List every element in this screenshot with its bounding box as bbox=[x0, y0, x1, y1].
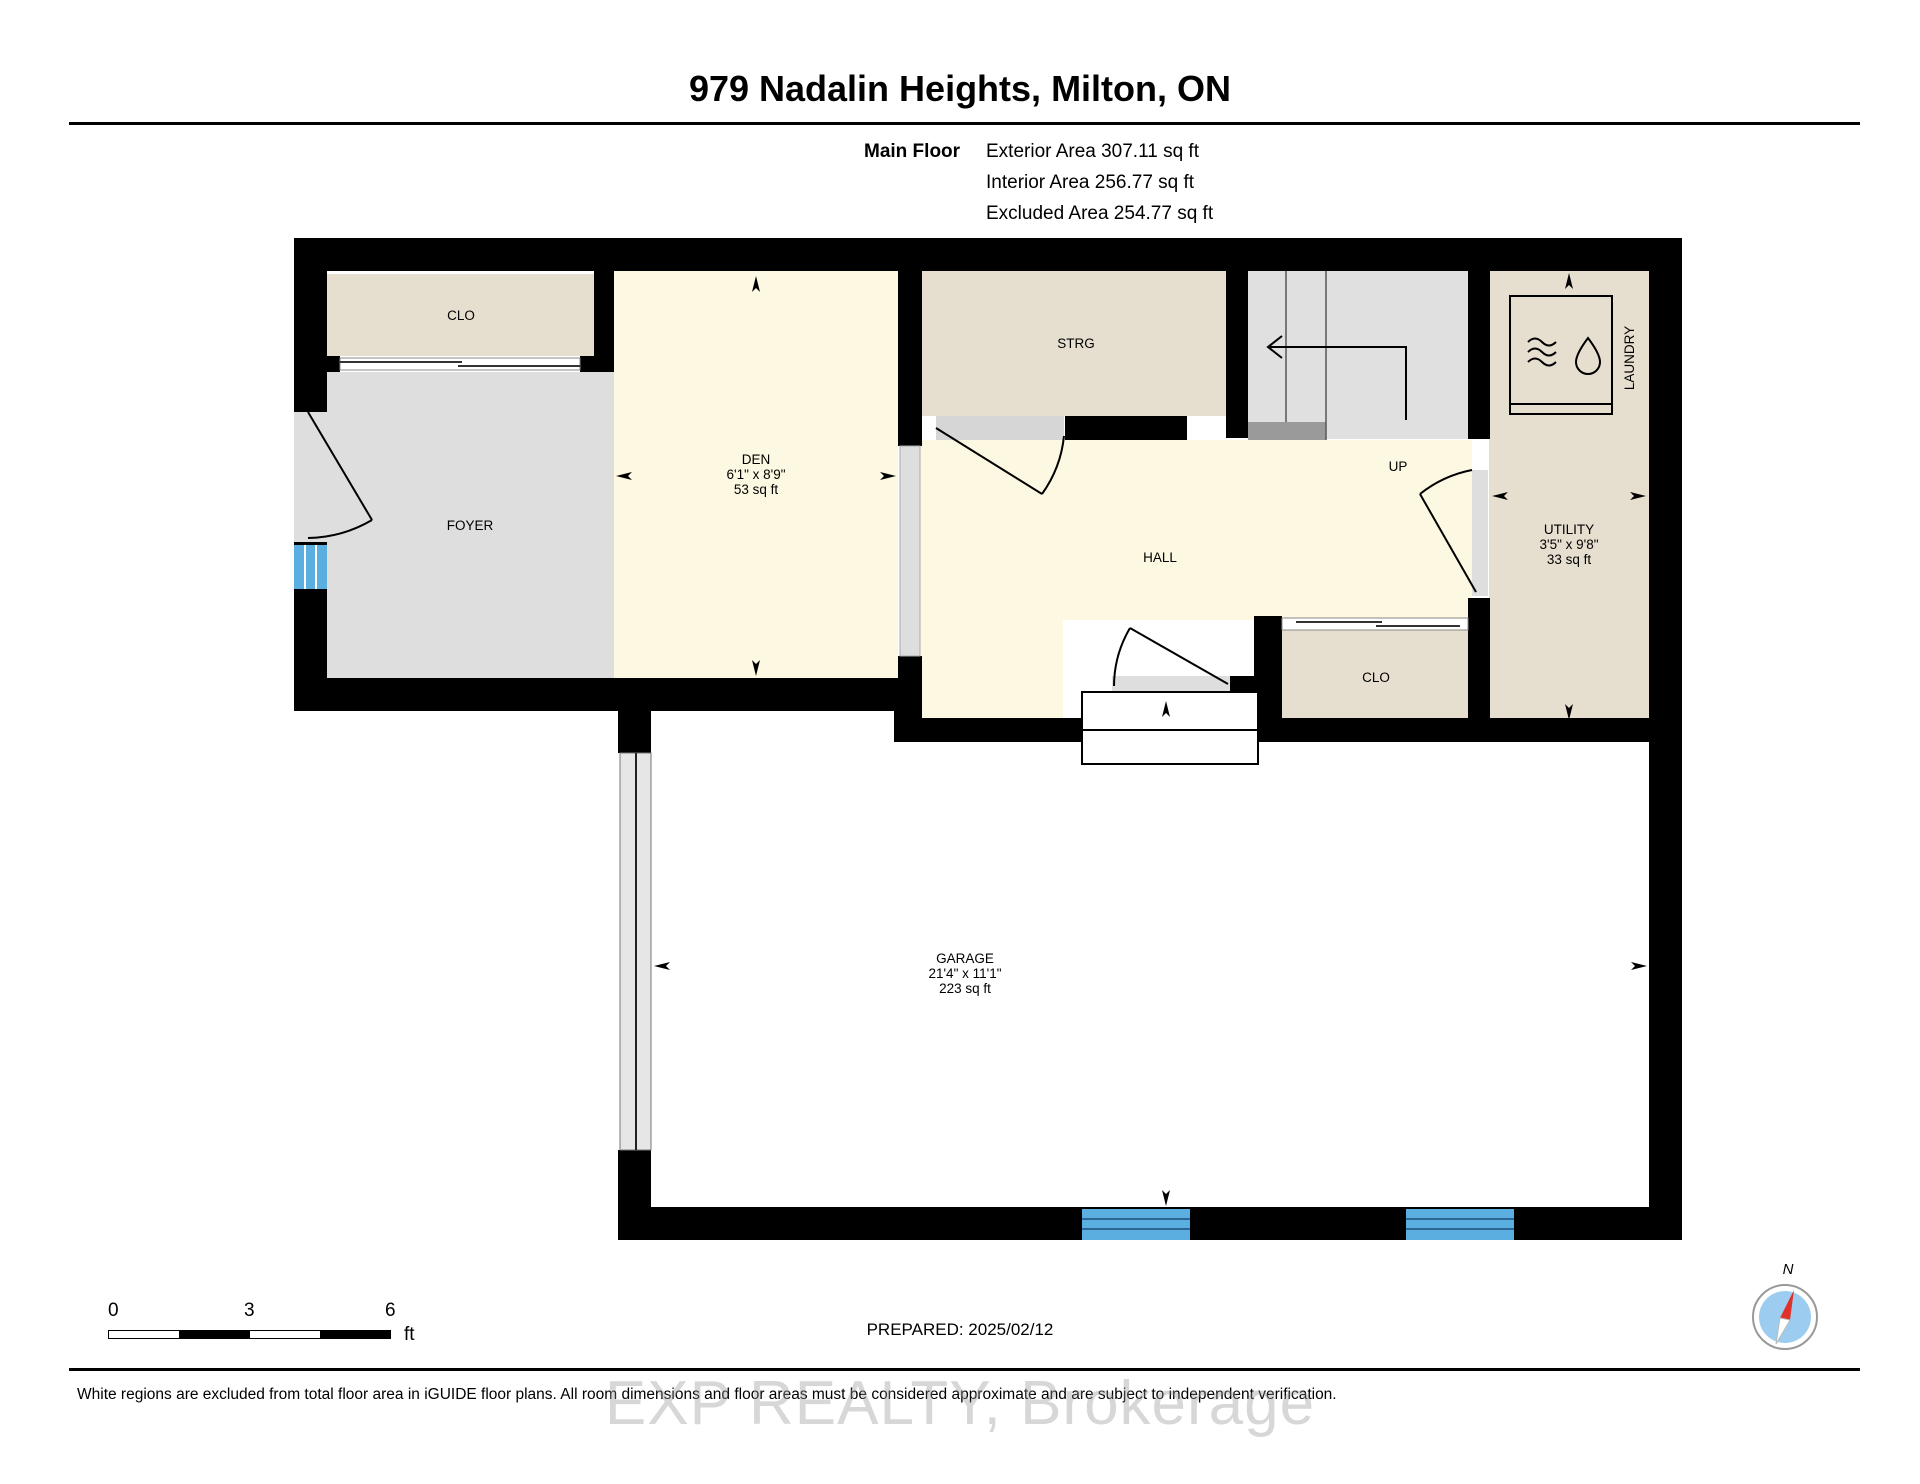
scale-bar: 0 3 6 ft bbox=[108, 1300, 418, 1360]
foyer-label: FOYER bbox=[447, 518, 494, 533]
disclaimer: White regions are excluded from total fl… bbox=[77, 1386, 1337, 1403]
entry-door bbox=[307, 411, 373, 539]
garage-label: GARAGE bbox=[936, 951, 994, 966]
scale-tick-3: 3 bbox=[244, 1300, 255, 1321]
closet2-floor bbox=[1282, 630, 1470, 722]
compass-icon: N bbox=[1752, 1261, 1818, 1350]
garage-window-1 bbox=[1082, 1209, 1190, 1240]
storage-label: STRG bbox=[1057, 336, 1095, 351]
garage-area: 223 sq ft bbox=[939, 981, 991, 996]
bottom-divider bbox=[69, 1368, 1860, 1371]
storage-floor bbox=[922, 271, 1230, 416]
garage-window-2 bbox=[1406, 1209, 1514, 1240]
garage-entry-door bbox=[1112, 627, 1230, 692]
top-divider bbox=[69, 122, 1860, 125]
storage-door bbox=[935, 416, 1065, 495]
utility-door bbox=[1419, 469, 1488, 596]
scale-unit: ft bbox=[404, 1324, 415, 1345]
foyer-floor bbox=[326, 372, 614, 678]
utility-dimensions: 3'5" x 9'8" bbox=[1539, 537, 1598, 552]
compass-north-label: N bbox=[1783, 1261, 1794, 1278]
utility-label: UTILITY bbox=[1544, 522, 1594, 537]
closet2-label: CLO bbox=[1362, 670, 1390, 685]
scale-segment bbox=[320, 1330, 391, 1339]
prepared-date: PREPARED: 2025/02/12 bbox=[866, 1320, 1054, 1339]
closet2-sliding-door bbox=[1281, 617, 1469, 631]
closet-label: CLO bbox=[447, 308, 475, 323]
stairs-up-label: UP bbox=[1389, 459, 1408, 474]
floor-label: Main Floor bbox=[864, 141, 961, 162]
stairs bbox=[1248, 271, 1407, 440]
page-title: 979 Nadalin Heights, Milton, ON bbox=[688, 68, 1232, 109]
closet-sliding-door bbox=[339, 357, 581, 371]
den-label: DEN bbox=[742, 452, 771, 467]
interior-area: Interior Area 256.77 sq ft bbox=[986, 172, 1195, 193]
den-floor bbox=[614, 270, 898, 678]
closet-floor bbox=[326, 274, 594, 356]
dimension-arrows bbox=[616, 273, 1647, 1206]
den-area: 53 sq ft bbox=[734, 482, 779, 497]
utility-floor bbox=[1489, 271, 1649, 723]
washer-dryer-icon bbox=[1509, 295, 1613, 415]
hall-floor bbox=[919, 440, 1472, 620]
garage-steps bbox=[1081, 691, 1259, 765]
entry-sill bbox=[294, 412, 326, 542]
hall-label: HALL bbox=[1143, 550, 1177, 565]
garage-dimensions: 21'4" x 11'1" bbox=[928, 966, 1001, 981]
excluded-area: Excluded Area 254.77 sq ft bbox=[986, 203, 1214, 224]
scale-tick-6: 6 bbox=[385, 1300, 396, 1321]
stairs-floor bbox=[1248, 271, 1470, 439]
den-hall-opening bbox=[899, 445, 921, 657]
laundry-label: LAUNDRY bbox=[1622, 326, 1637, 390]
exterior-area: Exterior Area 307.11 sq ft bbox=[986, 141, 1199, 162]
walls bbox=[294, 238, 1682, 1240]
utility-area: 33 sq ft bbox=[1547, 552, 1592, 567]
hall-lower-floor bbox=[919, 620, 1063, 718]
den-dimensions: 6'1" x 8'9" bbox=[726, 467, 785, 482]
scale-tick-0: 0 bbox=[108, 1300, 119, 1321]
foyer-window bbox=[294, 545, 327, 589]
watermark: EXP REALTY, Brokerage bbox=[604, 1369, 1316, 1438]
